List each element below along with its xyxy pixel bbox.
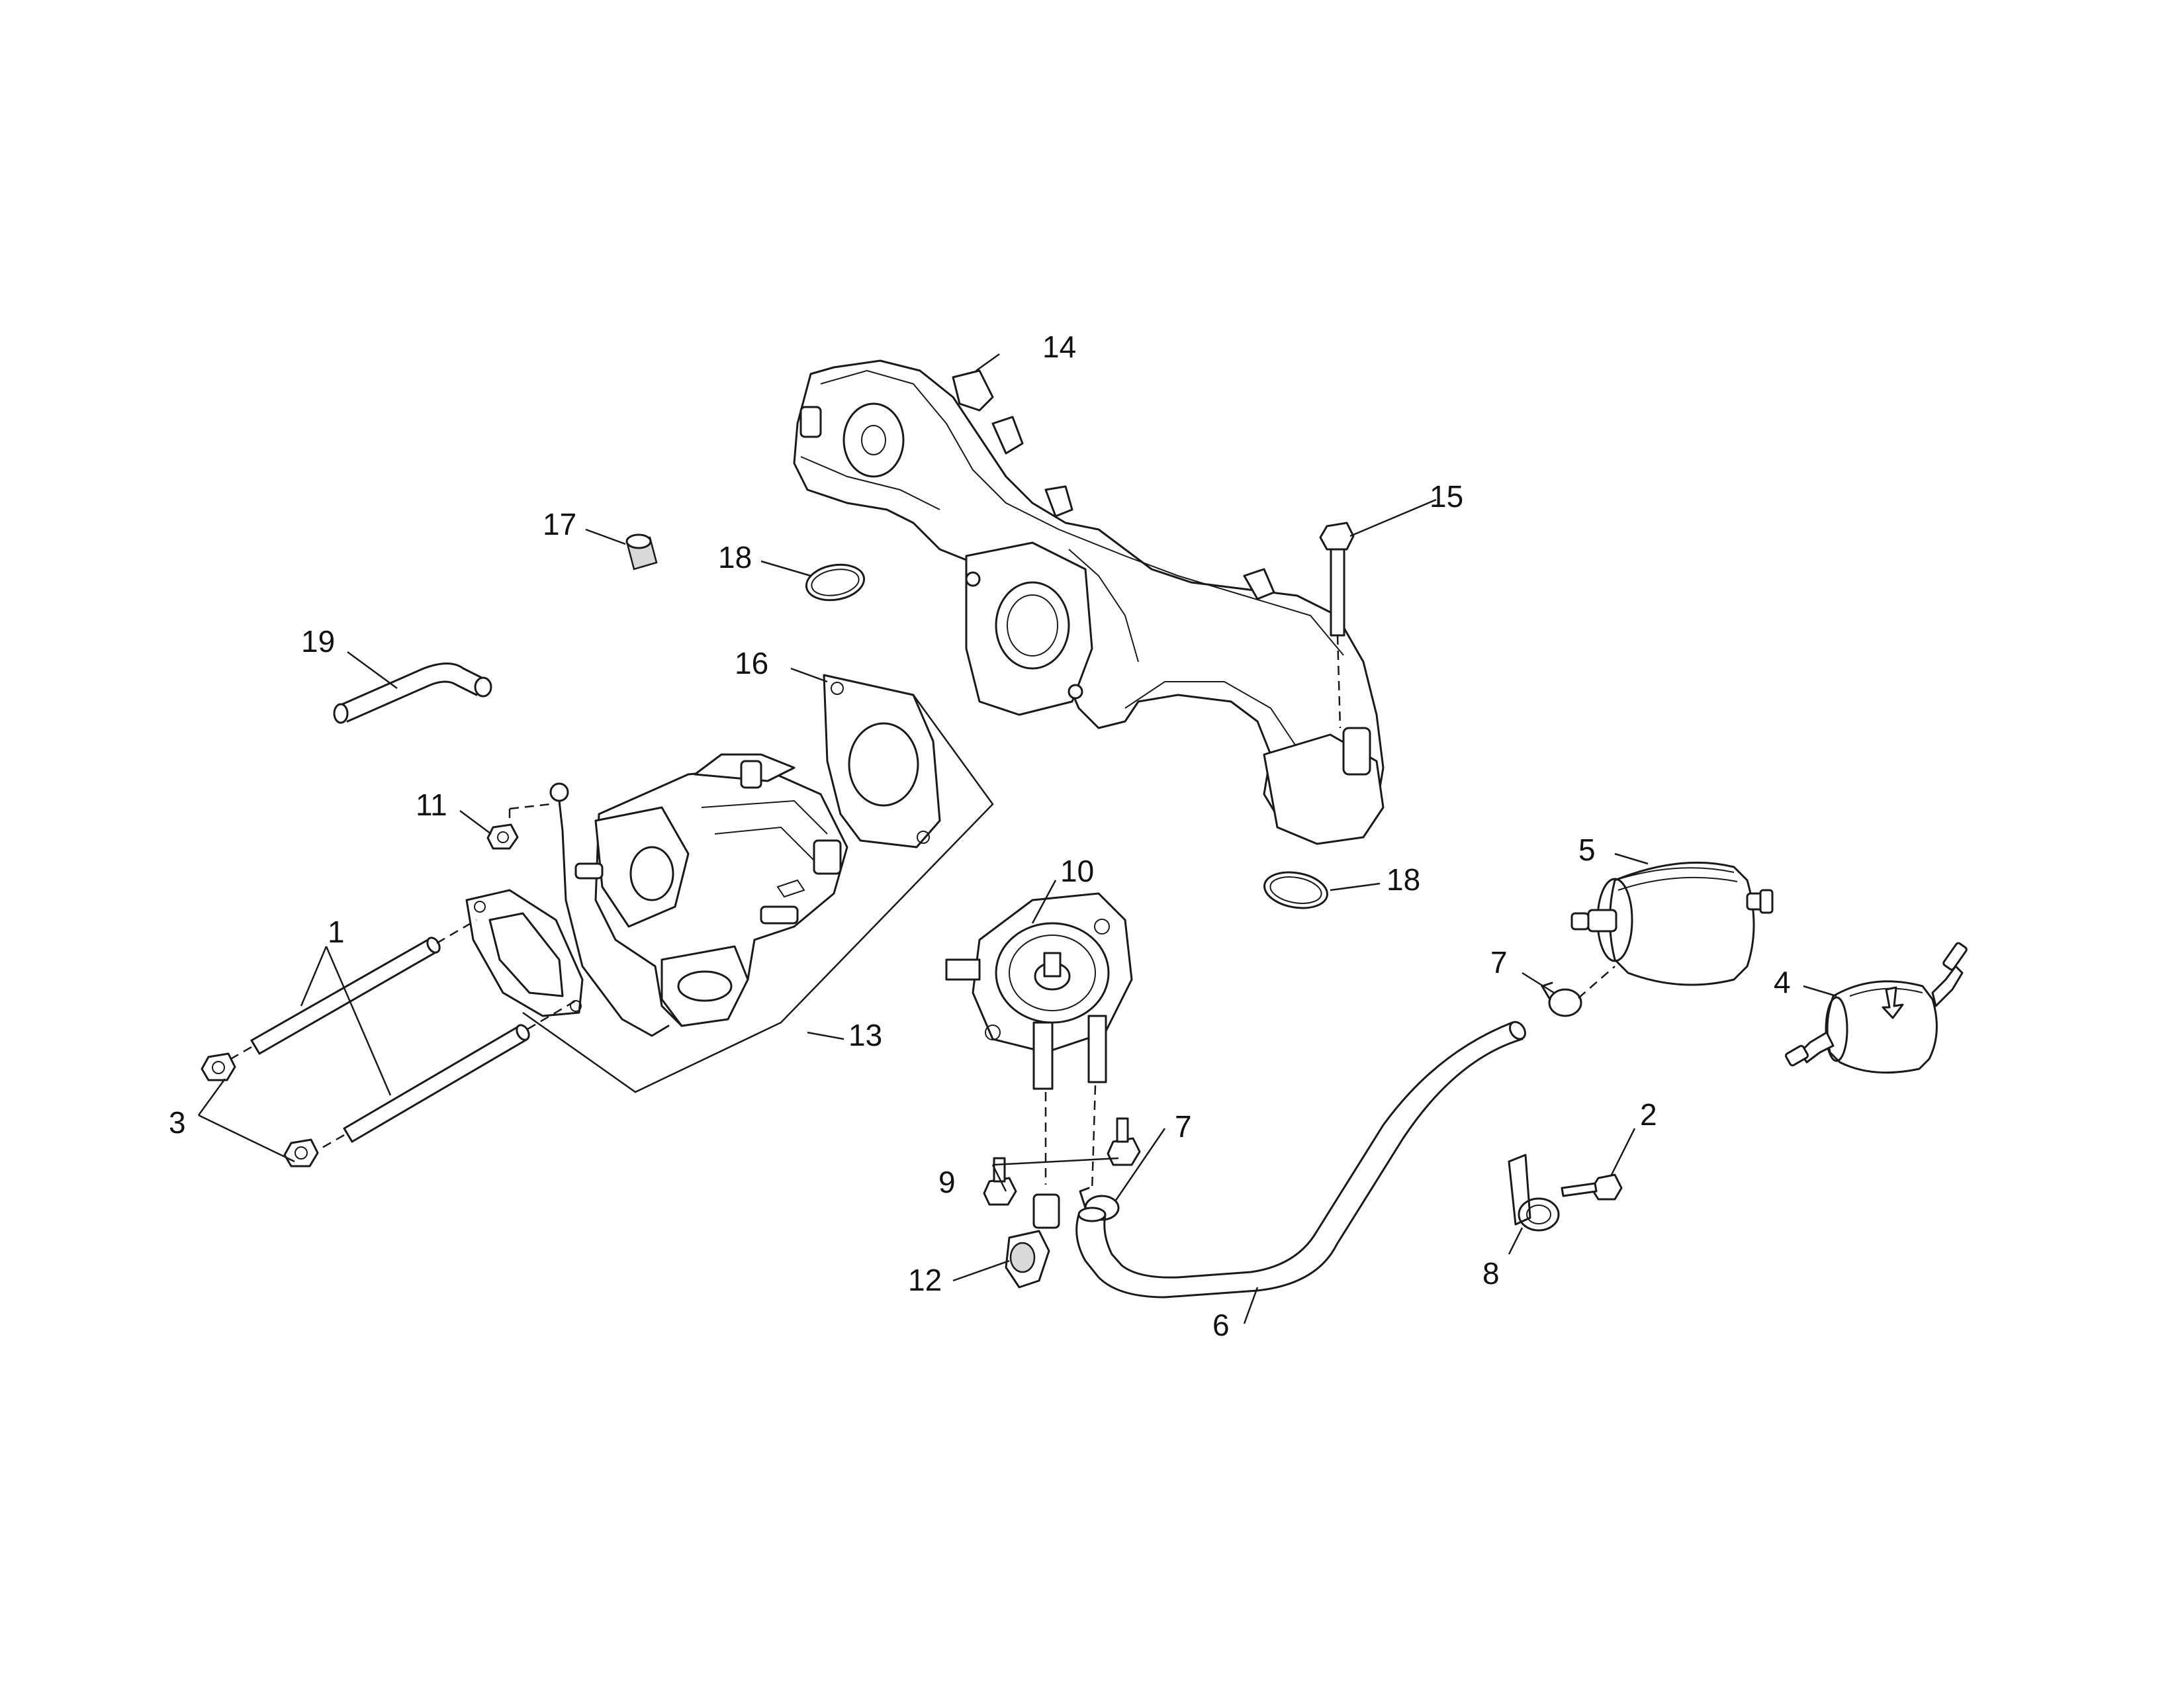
callout-12: 12	[908, 1263, 942, 1297]
ground-nut	[486, 823, 519, 850]
carburetor-gasket	[465, 889, 584, 1017]
inline-fuel-filter	[1784, 942, 1968, 1074]
callout-7a: 7	[1490, 945, 1508, 980]
callout-18a: 18	[718, 540, 752, 574]
callout-labels: 1 2 3 4 5 6 7 7 8 9 10 11 12 13 14 15 16…	[169, 330, 1791, 1342]
assembly-bracket	[522, 694, 994, 1093]
leader-lines	[197, 353, 1837, 1324]
elbow-fitting	[1005, 1193, 1060, 1289]
callout-14: 14	[1042, 330, 1076, 364]
fuel-filter	[1570, 861, 1774, 986]
vent-hose	[333, 663, 492, 724]
ground-wire	[508, 782, 670, 1037]
stud-nuts	[201, 1052, 319, 1167]
callout-17: 17	[543, 507, 576, 541]
callout-1: 1	[328, 915, 345, 949]
callout-19: 19	[301, 624, 335, 659]
callout-4: 4	[1774, 965, 1791, 999]
fuel-pump	[945, 892, 1133, 1192]
mounting-studs	[224, 919, 576, 1152]
callout-11: 11	[416, 788, 447, 822]
carburetor	[574, 753, 848, 1027]
intake-manifold	[793, 359, 1385, 845]
callout-16: 16	[735, 646, 768, 680]
callout-8: 8	[1482, 1256, 1500, 1291]
callout-2: 2	[1640, 1097, 1657, 1132]
clip-bolt	[1561, 1173, 1623, 1201]
callout-7b: 7	[1175, 1109, 1192, 1144]
callout-10: 10	[1060, 854, 1094, 888]
hose-clip	[1508, 1154, 1560, 1232]
callout-13: 13	[848, 1018, 882, 1052]
manifold-bolt	[1319, 522, 1355, 729]
gasket-plate	[823, 674, 941, 848]
bushing	[625, 533, 658, 571]
callout-6: 6	[1212, 1308, 1230, 1342]
callout-15: 15	[1430, 479, 1463, 514]
fuel-hose	[1075, 1021, 1526, 1299]
callout-3: 3	[169, 1105, 186, 1140]
callout-5: 5	[1578, 833, 1596, 867]
manifold-gaskets	[805, 563, 1328, 909]
callout-9: 9	[938, 1165, 956, 1199]
callout-18b: 18	[1387, 862, 1420, 897]
